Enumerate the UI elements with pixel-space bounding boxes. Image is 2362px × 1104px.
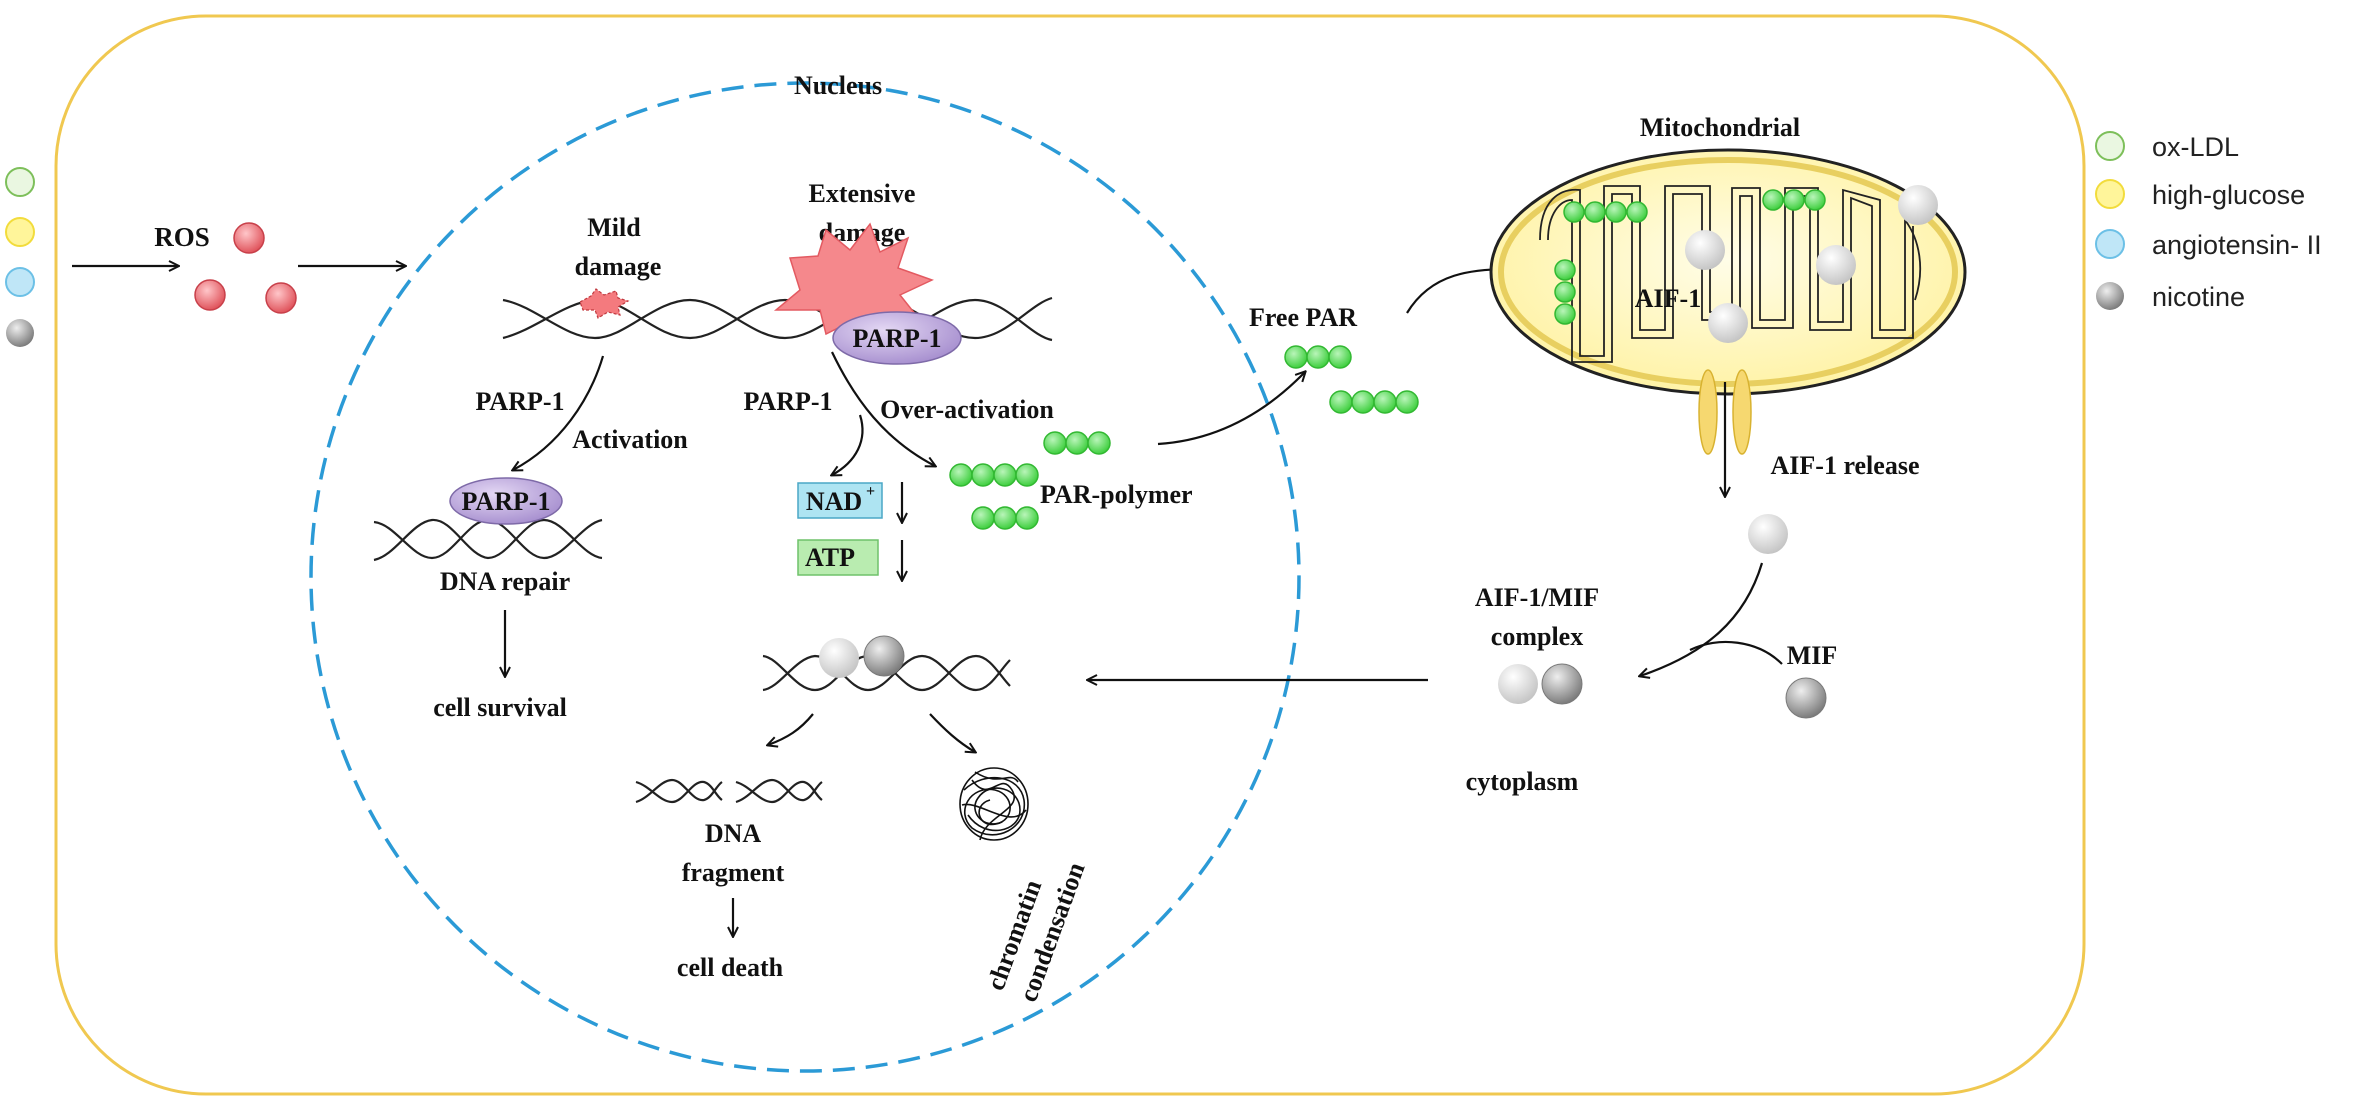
legend-label: high-glucose xyxy=(2152,180,2305,210)
over-activation-to-nad-arrow xyxy=(832,414,864,475)
aif1-in-nucleus-icon xyxy=(819,638,859,678)
parp1-enzyme-icon xyxy=(832,311,962,365)
legend-label: nicotine xyxy=(2152,282,2245,312)
par-polymer-chains xyxy=(949,431,1111,530)
nad-box xyxy=(797,482,883,519)
parp1-repair-icon xyxy=(449,477,563,525)
legend-item: angiotensin- II xyxy=(2095,229,2322,260)
nad-superscript: + xyxy=(866,483,875,500)
parp1-mid-label: PARP-1 xyxy=(743,387,832,416)
mif-in-nucleus-icon xyxy=(863,635,905,677)
nad-label: NAD xyxy=(806,487,862,516)
complex-label: AIF-1/MIF xyxy=(1475,583,1599,612)
green-circle-icon xyxy=(2095,131,2125,161)
nucleus-label: Nucleus xyxy=(794,71,882,100)
release-channel-icon xyxy=(1698,369,1752,455)
atp-label: ATP xyxy=(805,543,855,572)
legend-item: high-glucose xyxy=(2095,179,2305,210)
mitochondrial-label: Mitochondrial xyxy=(1640,113,1800,142)
cell-death-label: cell death xyxy=(677,953,784,982)
dna-repair-label: DNA repair xyxy=(440,567,570,596)
dna-fragment-label: DNA xyxy=(705,819,762,848)
aif1-in-mitochondria xyxy=(1685,185,1938,343)
legend: ox-LDL high-glucose angiotensin- II nico… xyxy=(2095,131,2322,312)
atp-box xyxy=(797,539,879,576)
stimuli-column xyxy=(5,167,35,347)
extensive-damage-label: Extensive xyxy=(809,179,916,208)
blue-circle-icon xyxy=(5,267,35,297)
aif1-to-complex-arrow xyxy=(1640,562,1764,676)
legend-label: ox-LDL xyxy=(2152,132,2239,162)
complex-label-2: complex xyxy=(1491,622,1583,651)
free-par-label: Free PAR xyxy=(1249,303,1357,332)
free-par-chains xyxy=(1284,345,1419,414)
gray-circle-icon xyxy=(6,319,34,347)
over-activation-to-par-arrow xyxy=(831,351,935,466)
mild-to-repair-arrow xyxy=(513,355,605,470)
aif1-label: AIF-1 xyxy=(1635,284,1701,313)
mif-to-complex-arrow xyxy=(1689,640,1783,665)
condensed-chromatin-icon xyxy=(959,767,1029,841)
cell-survival-label: cell survival xyxy=(433,693,567,722)
dna-fragments xyxy=(635,778,823,804)
yellow-circle-icon xyxy=(2095,179,2125,209)
yellow-circle-icon xyxy=(5,217,35,247)
extensive-damage-burst-icon xyxy=(773,222,934,342)
to-fragment-arrow xyxy=(768,713,814,745)
gray-circle-icon xyxy=(2096,282,2124,310)
complex-mif-icon xyxy=(1541,663,1583,705)
legend-label: angiotensin- II xyxy=(2152,230,2322,260)
mif-icon xyxy=(1785,677,1827,719)
complex-aif1-icon xyxy=(1498,664,1538,704)
over-activation-label: Over-activation xyxy=(880,395,1054,424)
aif1-release-label: AIF-1 release xyxy=(1771,451,1920,480)
repair-dna-helix xyxy=(373,518,603,562)
blue-circle-icon xyxy=(2095,229,2125,259)
par-in-mitochondria xyxy=(1554,189,1826,325)
ros-molecules xyxy=(194,222,297,314)
activation-label: Activation xyxy=(572,425,688,454)
mild-damage-label: Mild xyxy=(587,213,641,242)
parp1-repair-label: PARP-1 xyxy=(461,487,550,516)
par-polymer-to-free-par-arrow xyxy=(1157,372,1305,446)
ros-label: ROS xyxy=(154,222,210,252)
released-aif1-icon xyxy=(1748,514,1788,554)
mif-label: MIF xyxy=(1787,641,1838,670)
parp1-enzyme-label: PARP-1 xyxy=(852,324,941,353)
cell-membrane xyxy=(54,14,2086,1096)
green-circle-icon xyxy=(5,167,35,197)
cytoplasm-label: cytoplasm xyxy=(1466,767,1579,796)
to-chromatin-arrow xyxy=(929,713,975,752)
legend-item: ox-LDL xyxy=(2095,131,2239,162)
dna-fragment-label-2: fragment xyxy=(682,858,785,887)
mild-damage-label-2: damage xyxy=(575,252,662,281)
par-polymer-label: PAR-polymer xyxy=(1040,480,1193,509)
parp1-left-label: PARP-1 xyxy=(475,387,564,416)
nucleus-envelope xyxy=(309,81,1301,1073)
legend-item: nicotine xyxy=(2096,282,2245,312)
mild-damage-burst-icon xyxy=(579,288,630,319)
